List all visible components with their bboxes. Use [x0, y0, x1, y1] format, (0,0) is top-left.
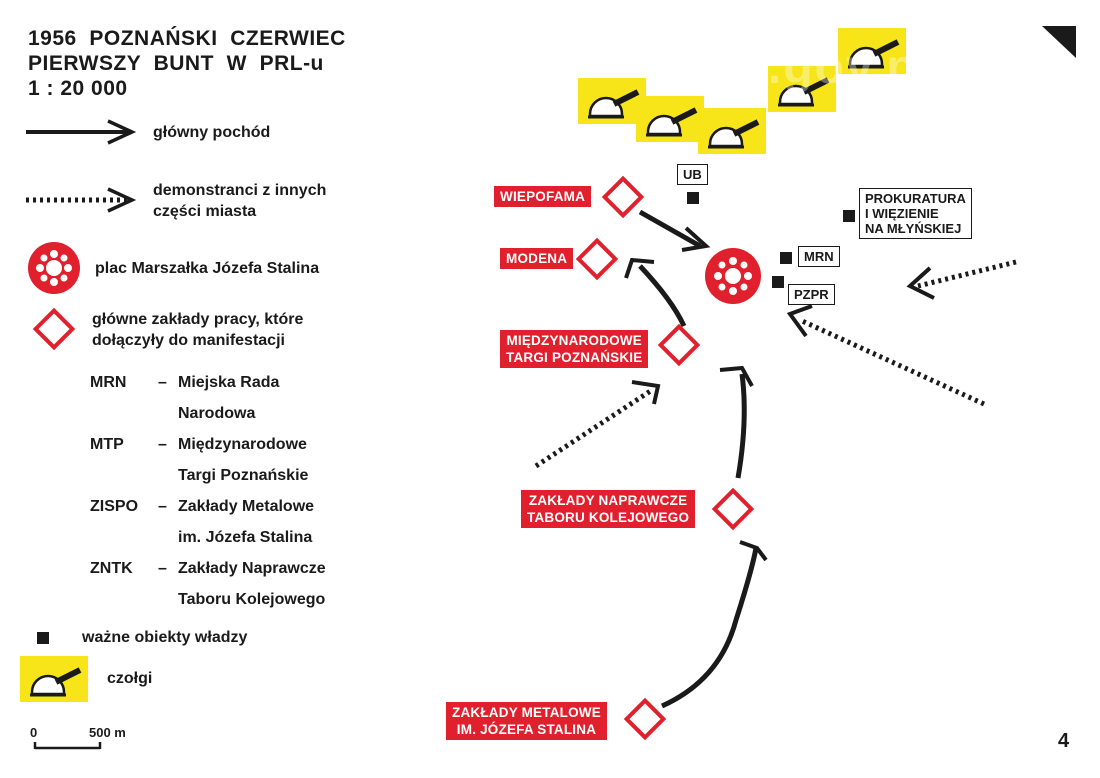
abbr-value-line-2: Narodowa — [178, 405, 256, 422]
label-mrn: MRN — [798, 246, 840, 267]
label-prokuratura: PROKURATURA I WIĘZIENIE NA MŁYŃSKIEJ — [859, 188, 972, 239]
label-zispo-line-1: ZAKŁADY METALOWE — [452, 705, 601, 720]
label-mtp-line-2: TARGI POZNAŃSKIE — [506, 350, 643, 365]
label-mtp-line-1: MIĘDZYNARODOWE — [506, 333, 642, 348]
watermark: ipn.gov.pl — [690, 41, 934, 94]
corner-triangle — [1042, 26, 1076, 58]
legend-authority-label: ważne obiekty władzy — [82, 629, 248, 646]
tank-symbol — [578, 78, 646, 124]
mrn-marker — [780, 252, 792, 264]
label-zntk-line-1: ZAKŁADY NAPRAWCZE — [528, 493, 688, 508]
route-mtp-modena — [638, 264, 687, 328]
label-wiepofama: WIEPOFAMA — [494, 186, 592, 207]
label-ub: UB — [677, 164, 708, 185]
abbr-value-line-1: Zakłady Naprawcze — [178, 560, 326, 577]
route-wiepofama-square — [638, 209, 702, 249]
pzpr-marker — [772, 276, 784, 288]
legend-factories-label-1: główne zakłady pracy, które — [92, 311, 304, 328]
label-prokuratura-line-1: PROKURATURA — [865, 191, 966, 206]
scale-distance: 500 m — [89, 725, 126, 740]
label-zispo: ZAKŁADY METALOWE IM. JÓZEFA STALINA — [446, 702, 607, 740]
abbr-key-zntk: ZNTK — [90, 560, 133, 577]
legend-demonstrators-arrow — [26, 187, 137, 213]
abbr-dash: – — [158, 374, 167, 391]
tank-symbol — [636, 96, 704, 142]
title-line-2: PIERWSZY BUNT W PRL-u — [28, 52, 324, 75]
legend-main-march-arrow — [26, 119, 137, 145]
tank-symbol — [768, 66, 836, 112]
route-dotted-mtp — [534, 387, 654, 469]
label-modena: MODENA — [500, 248, 574, 269]
demonstrator-routes — [534, 259, 1017, 469]
abbr-dash: – — [158, 498, 167, 515]
legend-demonstrators-label-2: części miasta — [153, 203, 257, 220]
mtp-diamond — [657, 323, 701, 367]
abbr-value-line-1: Międzynarodowe — [178, 436, 307, 453]
legend-tanks-label: czołgi — [107, 670, 153, 687]
abbr-key-zispo: ZISPO — [90, 498, 139, 515]
label-prokuratura-line-2: I WIĘZIENIE — [865, 206, 939, 221]
abbr-value-line-2: Targi Poznańskie — [178, 467, 309, 484]
modena-diamond — [575, 237, 619, 281]
legend-demonstrators-label-1: demonstranci z innych — [153, 182, 327, 199]
label-zntk: ZAKŁADY NAPRAWCZE TABORU KOLEJOWEGO — [521, 490, 696, 528]
abbr-key-mrn: MRN — [90, 374, 127, 391]
abbr-dash: – — [158, 436, 167, 453]
abbr-value-line-1: Zakłady Metalowe — [178, 498, 315, 515]
label-mtp: MIĘDZYNARODOWE TARGI POZNAŃSKIE — [500, 330, 649, 368]
zispo-diamond — [623, 697, 667, 741]
legend-square-label: plac Marszałka Józefa Stalina — [95, 260, 320, 277]
map-title: 1956 POZNAŃSKI CZERWIEC PIERWSZY BUNT W … — [28, 26, 346, 101]
zntk-diamond — [711, 487, 755, 531]
title-line-3: 1 : 20 000 — [28, 77, 128, 100]
legend-main-march-label: główny pochód — [153, 124, 271, 141]
square-stalina-symbol — [705, 248, 761, 304]
legend-authority-square — [37, 632, 49, 644]
label-wiepofama-text: WIEPOFAMA — [500, 189, 586, 204]
prokuratura-marker — [843, 210, 855, 222]
abbr-value-line-2: im. Józefa Stalina — [178, 529, 313, 546]
legend-factories-label-2: dołączyły do manifestacji — [92, 332, 285, 349]
label-modena-text: MODENA — [506, 251, 568, 266]
abbr-value-line-1: Miejska Rada — [178, 374, 280, 391]
legend-tank-symbol — [20, 656, 88, 702]
wiepofama-diamond — [601, 175, 645, 219]
page-number: 4 — [1058, 730, 1070, 752]
legend-factory-diamond — [32, 307, 76, 351]
main-march-routes — [624, 209, 768, 709]
ub-marker — [687, 192, 699, 204]
scale-zero: 0 — [30, 725, 38, 740]
scale-bar — [33, 742, 102, 750]
title-line-1: 1956 POZNAŃSKI CZERWIEC — [28, 27, 346, 50]
route-dotted-east — [917, 259, 1017, 289]
abbr-dash: – — [158, 560, 167, 577]
label-pzpr: PZPR — [788, 284, 835, 305]
route-dotted-southeast — [798, 317, 986, 407]
label-zispo-line-2: IM. JÓZEFA STALINA — [456, 722, 597, 737]
abbr-key-mtp: MTP — [90, 436, 124, 453]
tank-symbol — [698, 108, 766, 154]
route-zispo-zntk — [660, 547, 759, 709]
tank-symbol — [838, 28, 906, 74]
label-zntk-line-2: TABORU KOLEJOWEGO — [527, 510, 690, 525]
route-zntk-mtp — [735, 373, 747, 479]
label-prokuratura-line-3: NA MŁYŃSKIEJ — [865, 221, 962, 236]
legend-square-symbol — [28, 242, 80, 294]
abbr-value-line-2: Taboru Kolejowego — [178, 591, 326, 608]
